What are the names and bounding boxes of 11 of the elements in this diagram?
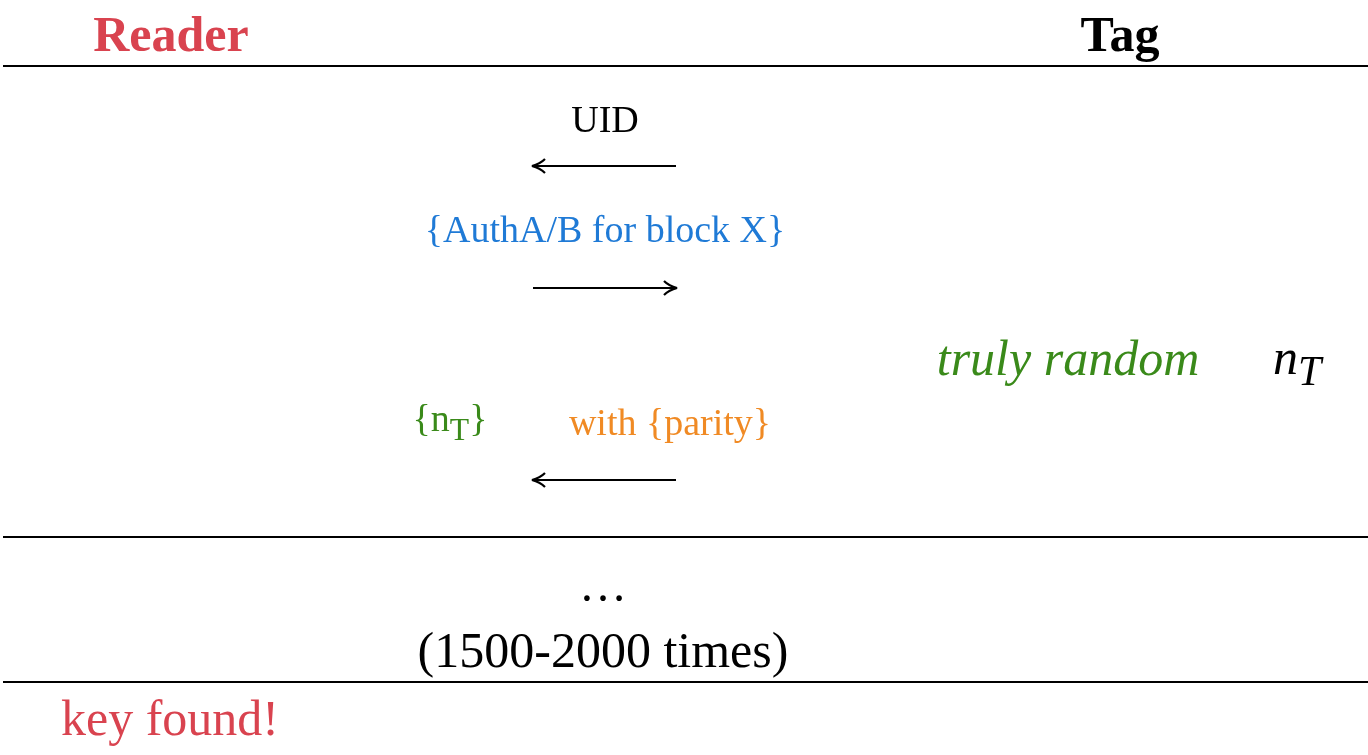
message-text: UID <box>571 99 639 141</box>
math-symbol: n$_{T}$ <box>1272 329 1322 395</box>
column-header: Tag <box>1080 6 1160 62</box>
message-text: {AuthA/B for block X} <box>424 209 786 251</box>
message-text: {n$_{T}$} <box>412 398 488 448</box>
message-text: with {parity} <box>568 402 772 444</box>
ellipsis-text: … <box>579 558 627 612</box>
result-text: key found! <box>61 690 279 746</box>
repeat-note: (1500-2000 times) <box>417 622 789 678</box>
annotation-text: truly random <box>936 330 1200 386</box>
column-header: Reader <box>93 6 249 62</box>
